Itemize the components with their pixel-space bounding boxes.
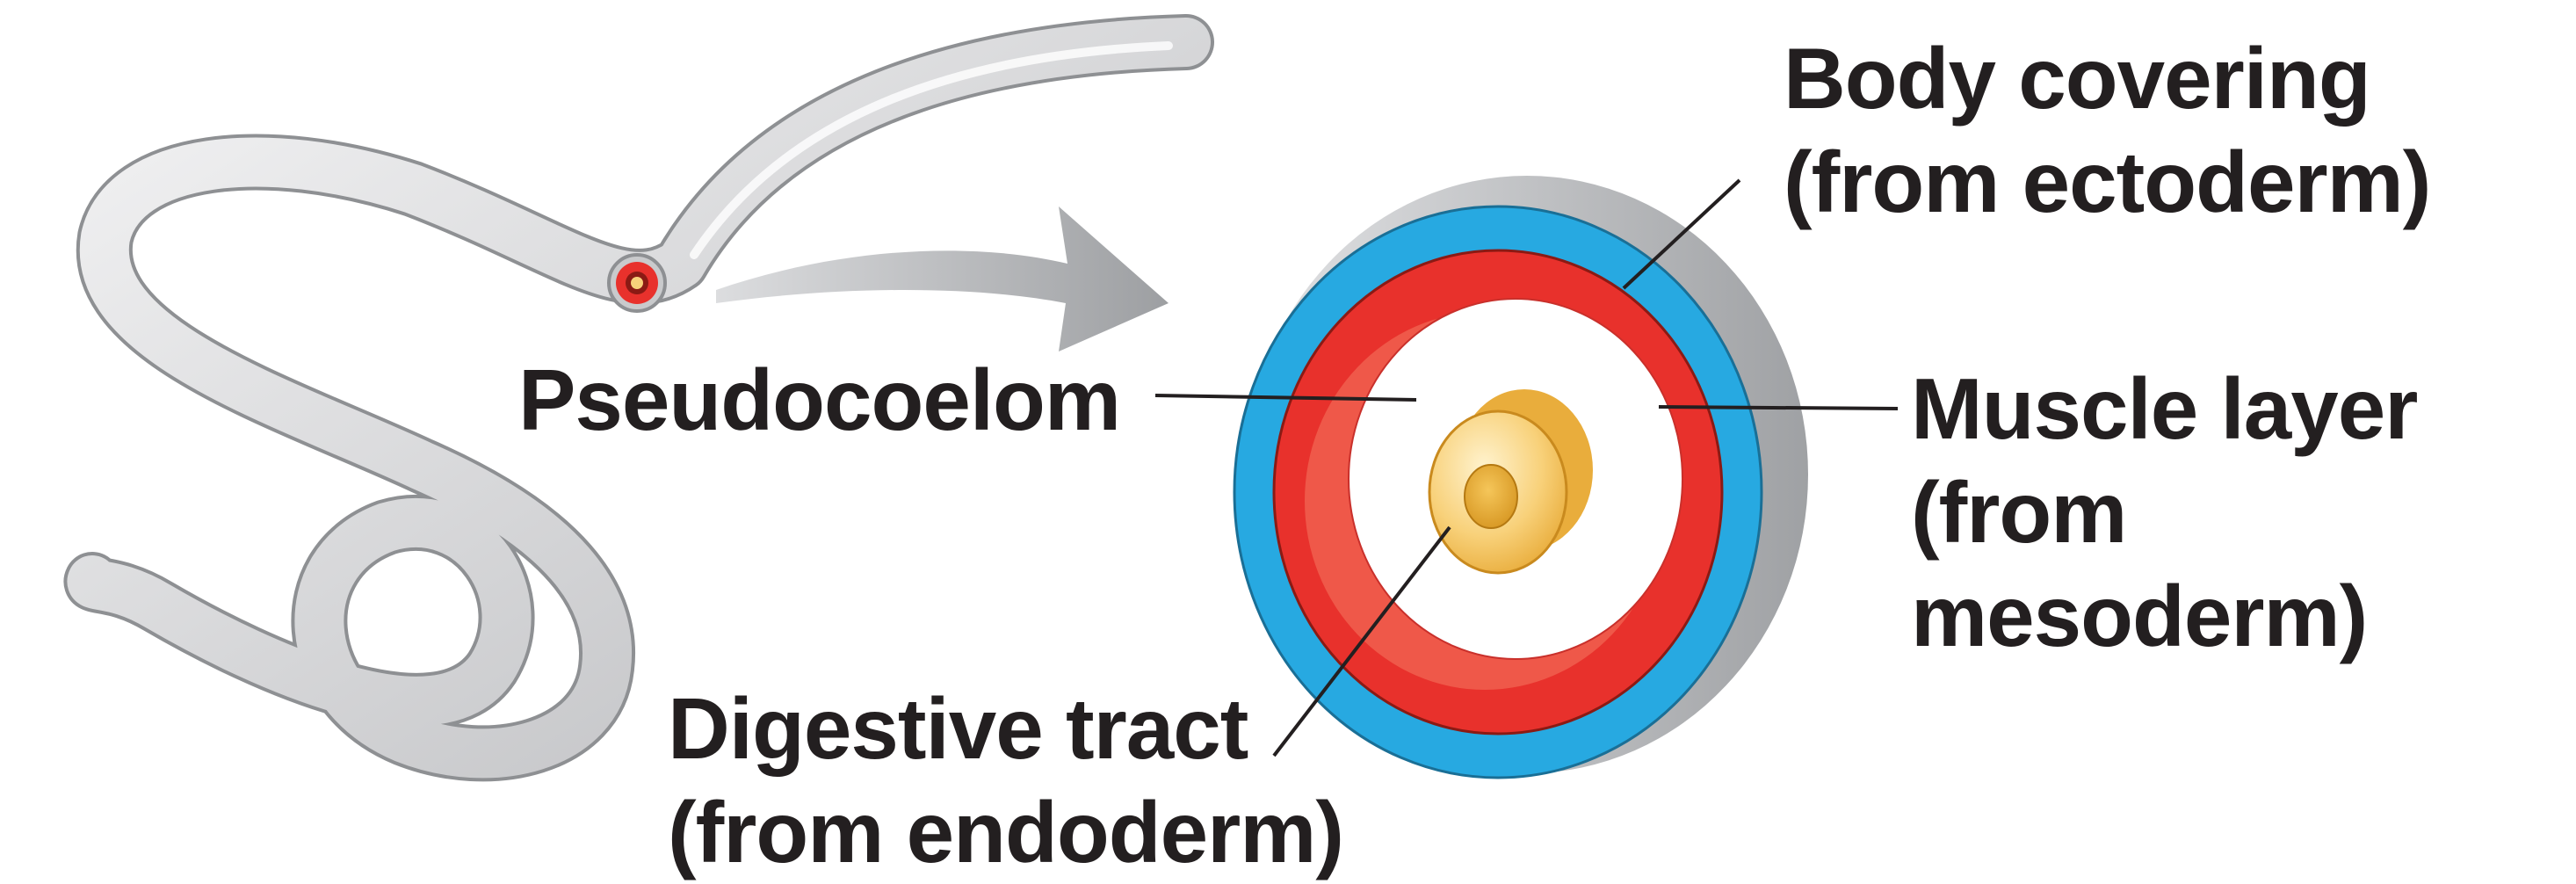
magnify-arrow bbox=[716, 207, 1169, 351]
leader-body-covering bbox=[1622, 178, 1741, 290]
leader-lines bbox=[1154, 178, 1899, 757]
label-body-covering-line2: (from ectoderm) bbox=[1784, 134, 2431, 230]
label-muscle-layer-line2: (from bbox=[1911, 464, 2127, 561]
cross-section bbox=[1233, 176, 1808, 779]
digestive-lumen bbox=[1464, 464, 1518, 529]
label-muscle-layer-line1: Muscle layer bbox=[1911, 360, 2418, 457]
label-pseudocoelom-line1: Pseudocoelom bbox=[518, 351, 1121, 448]
label-digestive-tract-line2: (from endoderm) bbox=[668, 784, 1344, 880]
leader-digestive-tract bbox=[1272, 525, 1451, 757]
label-digestive-tract: Digestive tract (from endoderm) bbox=[668, 677, 1344, 884]
leader-muscle-layer bbox=[1658, 405, 1899, 410]
label-muscle-layer: Muscle layer (from mesoderm) bbox=[1911, 357, 2418, 668]
label-body-covering: Body covering (from ectoderm) bbox=[1784, 26, 2431, 234]
label-body-covering-line1: Body covering bbox=[1784, 30, 2371, 127]
worm-highlight bbox=[690, 41, 1173, 259]
leader-pseudocoelom bbox=[1154, 394, 1417, 402]
label-muscle-layer-line3: mesoderm) bbox=[1911, 568, 2368, 664]
roundworm-illustration bbox=[63, 14, 1214, 782]
label-pseudocoelom: Pseudocoelom bbox=[518, 348, 1121, 452]
label-digestive-tract-line1: Digestive tract bbox=[668, 680, 1248, 777]
